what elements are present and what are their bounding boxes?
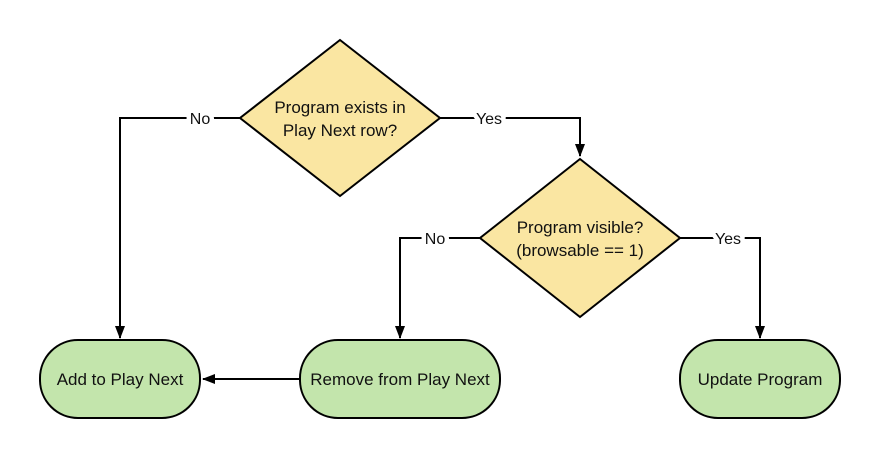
edge-label-visible-no: No xyxy=(425,231,446,248)
add-to-play-next-shape xyxy=(39,339,201,419)
edge-label-exists-no: No xyxy=(190,111,211,128)
remove-from-play-next-label: Remove from Play Next xyxy=(310,370,490,389)
remove-from-play-next-shape xyxy=(299,339,501,419)
update-program-shape xyxy=(679,339,841,419)
update-program-label: Update Program xyxy=(698,370,823,389)
add-to-play-next-label: Add to Play Next xyxy=(57,370,184,389)
node-add-to-play-next: Add to Play Next xyxy=(39,339,201,419)
node-update-program: Update Program xyxy=(679,339,841,419)
edge-exists-yes xyxy=(440,117,585,157)
edge-group xyxy=(115,117,765,384)
decision-program-visible-label-line1: Program visible? xyxy=(517,218,644,237)
node-remove-from-play-next: Remove from Play Next xyxy=(299,339,501,419)
node-decision-program-exists: Program exists in Play Next row? xyxy=(238,38,442,198)
decision-program-visible-label-line2: (browsable == 1) xyxy=(516,241,644,260)
edge-visible-yes xyxy=(680,237,765,339)
edge-label-visible-yes: Yes xyxy=(715,231,741,248)
node-decision-program-visible: Program visible? (browsable == 1) xyxy=(478,157,682,319)
edge-visible-no xyxy=(395,237,480,339)
decision-program-visible-shape xyxy=(478,157,682,319)
decision-program-exists-label-line2: Play Next row? xyxy=(283,121,397,140)
edge-exists-no xyxy=(115,117,240,339)
decision-program-exists-label-line1: Program exists in xyxy=(274,98,405,117)
edge-label-exists-yes: Yes xyxy=(476,111,502,128)
decision-program-exists-shape xyxy=(238,38,442,198)
